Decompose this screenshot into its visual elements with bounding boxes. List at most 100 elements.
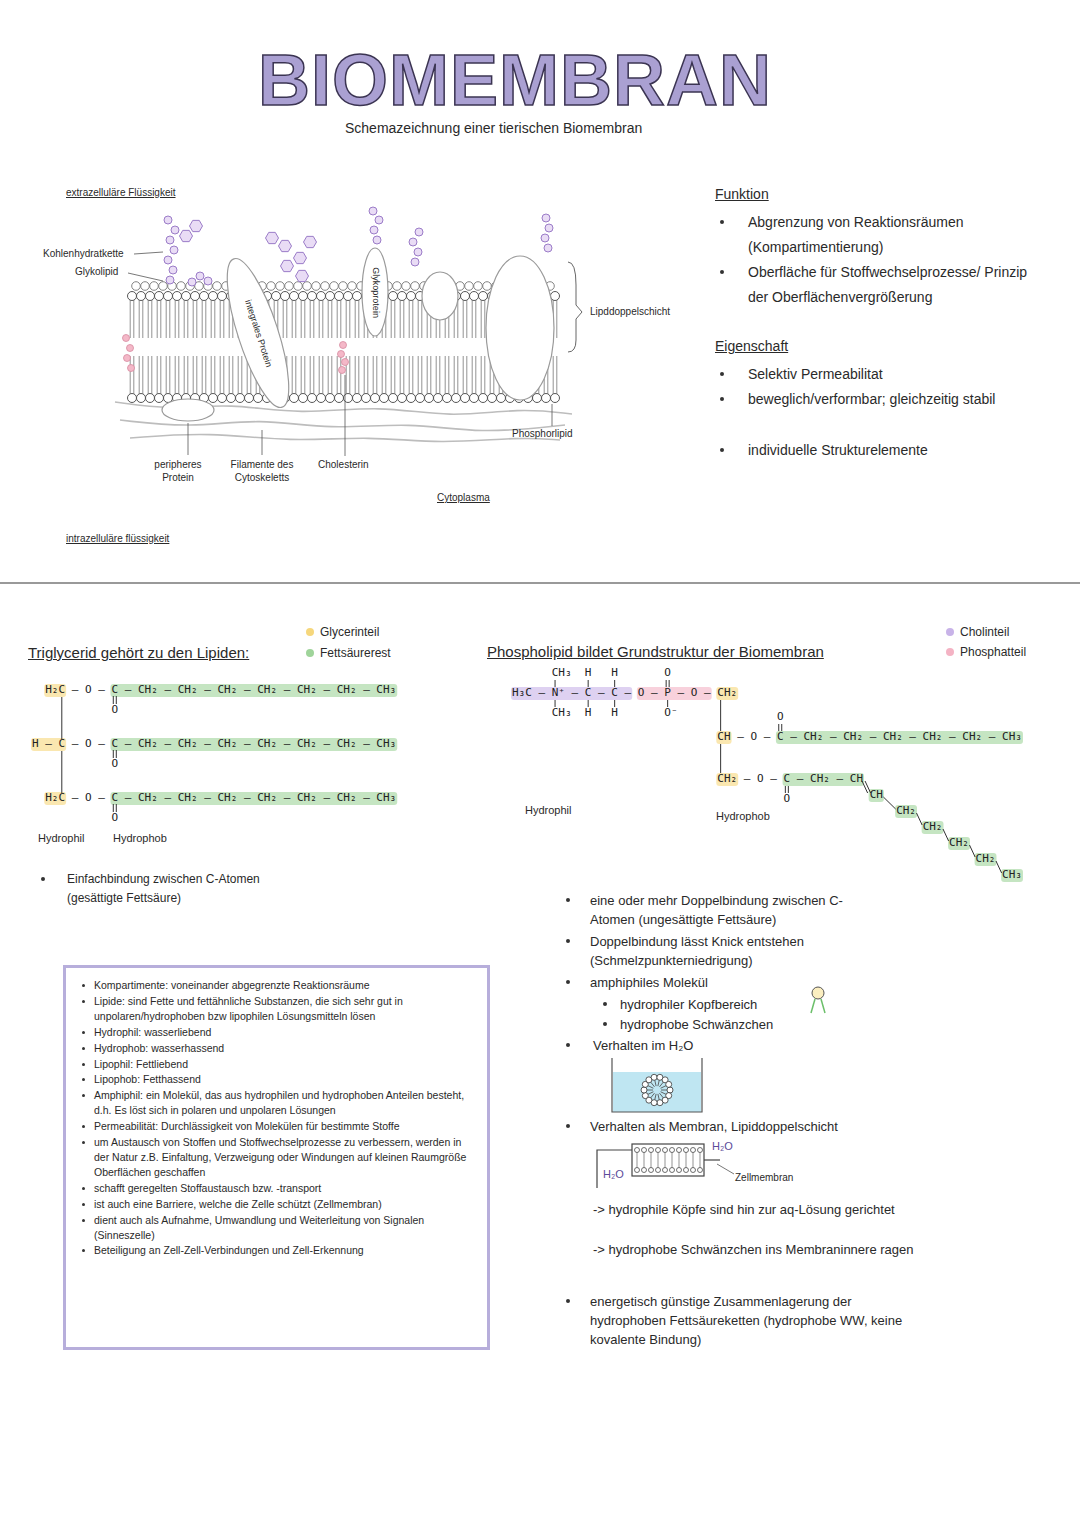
leader-line	[345, 375, 346, 456]
bond-line	[720, 700, 721, 731]
lipid-tail	[220, 356, 221, 394]
lipid-tail	[184, 300, 185, 338]
lipid-tail	[148, 300, 149, 338]
color-highlight	[44, 684, 66, 697]
lipid-tail	[394, 300, 395, 338]
sugar-unit	[375, 216, 383, 224]
definition-text: Lipide: sind Fette und fettähnliche Subs…	[94, 995, 403, 1022]
micelle-tail	[661, 1092, 666, 1095]
formula-text: CH₃	[552, 666, 572, 680]
lipid-tail	[463, 300, 464, 338]
cholesterol-ring	[340, 342, 347, 349]
color-highlight	[922, 821, 944, 834]
page-title: BIOMEMBRAN	[0, 44, 1030, 116]
lipid-tail	[295, 300, 296, 338]
color-highlight	[975, 853, 997, 866]
cholesterol-ring	[127, 345, 134, 352]
lipid-head	[339, 282, 348, 291]
part-label: intrazelluläre flüssigkeit	[66, 533, 169, 546]
membrane-protein	[362, 248, 388, 336]
lipid-tail	[400, 300, 401, 338]
micelle-tail	[647, 1090, 653, 1091]
lipid-head	[317, 394, 326, 403]
color-highlight	[110, 684, 397, 697]
lipid-tail	[175, 356, 176, 394]
part-label: Kohlenhydratkette	[43, 248, 124, 261]
micelle-tail	[651, 1093, 655, 1098]
lipid-tail	[337, 356, 338, 394]
part-label: extrazelluläre Flüssigkeit	[66, 187, 176, 200]
lipid-tail	[382, 356, 383, 394]
lipid-head	[551, 394, 560, 403]
lipid-head	[335, 394, 344, 403]
membrane-outline	[632, 1144, 704, 1176]
lipid-head	[164, 292, 173, 301]
note-text: -> hydrophobe Schwänzchen ins Membraninn…	[593, 1240, 935, 1259]
bond-line	[666, 680, 667, 687]
bond-line	[61, 697, 62, 739]
lipid-head	[177, 282, 186, 291]
lipid-head	[474, 282, 483, 291]
sugar-unit	[169, 266, 177, 274]
lipid-tail	[187, 300, 188, 338]
definition-text: um Austausch von Stoffen und Stoffwechse…	[94, 1136, 466, 1178]
bullet-item: Amphiphil: ein Molekül, das aus hydrophi…	[80, 1088, 475, 1118]
part-label: Filamente des Cytoskeletts	[222, 459, 302, 484]
bond-line	[720, 744, 721, 773]
lipid-head	[132, 282, 141, 291]
formula-text: CH₂	[896, 804, 916, 818]
lipid-head	[173, 292, 182, 301]
formula-text: O	[784, 792, 791, 806]
legend-swatch	[306, 649, 314, 657]
cholesterol-ring	[124, 355, 131, 362]
formula-text: CH₂	[949, 836, 969, 850]
lipid-tail	[169, 300, 170, 338]
definition-box: Kompartimente: voneinander abgegrenzte R…	[63, 965, 490, 1350]
color-highlight	[1001, 869, 1023, 882]
lipid-tail	[283, 300, 284, 338]
lipid-tail	[421, 356, 422, 394]
lipid-head	[389, 292, 398, 301]
lipid-head	[146, 394, 155, 403]
legend-swatch	[306, 628, 314, 636]
lipid-tail	[556, 356, 557, 394]
micelle-tail	[655, 1094, 656, 1100]
micelle-tail	[648, 1086, 653, 1089]
sugar-unit	[542, 214, 550, 222]
note-text: Selektiv Permeabilitat	[748, 362, 883, 387]
bullet-dot	[566, 898, 570, 902]
lipid-head	[150, 282, 159, 291]
lipid-head	[128, 292, 137, 301]
lipid-tail	[301, 300, 302, 338]
lipid-head	[479, 292, 488, 301]
note-text: Abgrenzung von Reaktionsräumen (Komparti…	[748, 210, 1048, 260]
lipid-tail	[484, 356, 485, 394]
note-text: Zellmembran	[735, 1172, 793, 1185]
bond-line	[116, 750, 117, 758]
lipid-tail	[355, 356, 356, 394]
cholesterol-ring	[128, 365, 135, 372]
bullet-dot	[82, 1141, 85, 1144]
color-highlight	[110, 792, 397, 805]
lipid-head	[312, 282, 321, 291]
note-text: hydrophiler Kopfbereich	[620, 995, 757, 1014]
lipid-head	[398, 394, 407, 403]
formula-text: O	[777, 710, 784, 724]
lipid-tail	[454, 356, 455, 394]
bond-line	[116, 804, 117, 812]
sugar-unit	[170, 246, 178, 254]
bullet-dot	[720, 270, 724, 274]
color-highlight	[783, 773, 864, 786]
lipid-head	[353, 292, 362, 301]
lipid-tail	[331, 356, 332, 394]
micelle-head	[642, 1093, 648, 1099]
sugar-unit	[166, 236, 174, 244]
lipid-tail	[139, 356, 140, 394]
bullet-dot	[41, 877, 45, 881]
bond-line	[614, 700, 615, 707]
bullet-item: Permeabilität: Durchlässigkeit von Molek…	[80, 1119, 475, 1134]
lipid-tail	[202, 300, 203, 338]
sugar-unit	[541, 234, 549, 242]
micelle-tail	[661, 1090, 667, 1091]
lipid-head	[425, 394, 434, 403]
